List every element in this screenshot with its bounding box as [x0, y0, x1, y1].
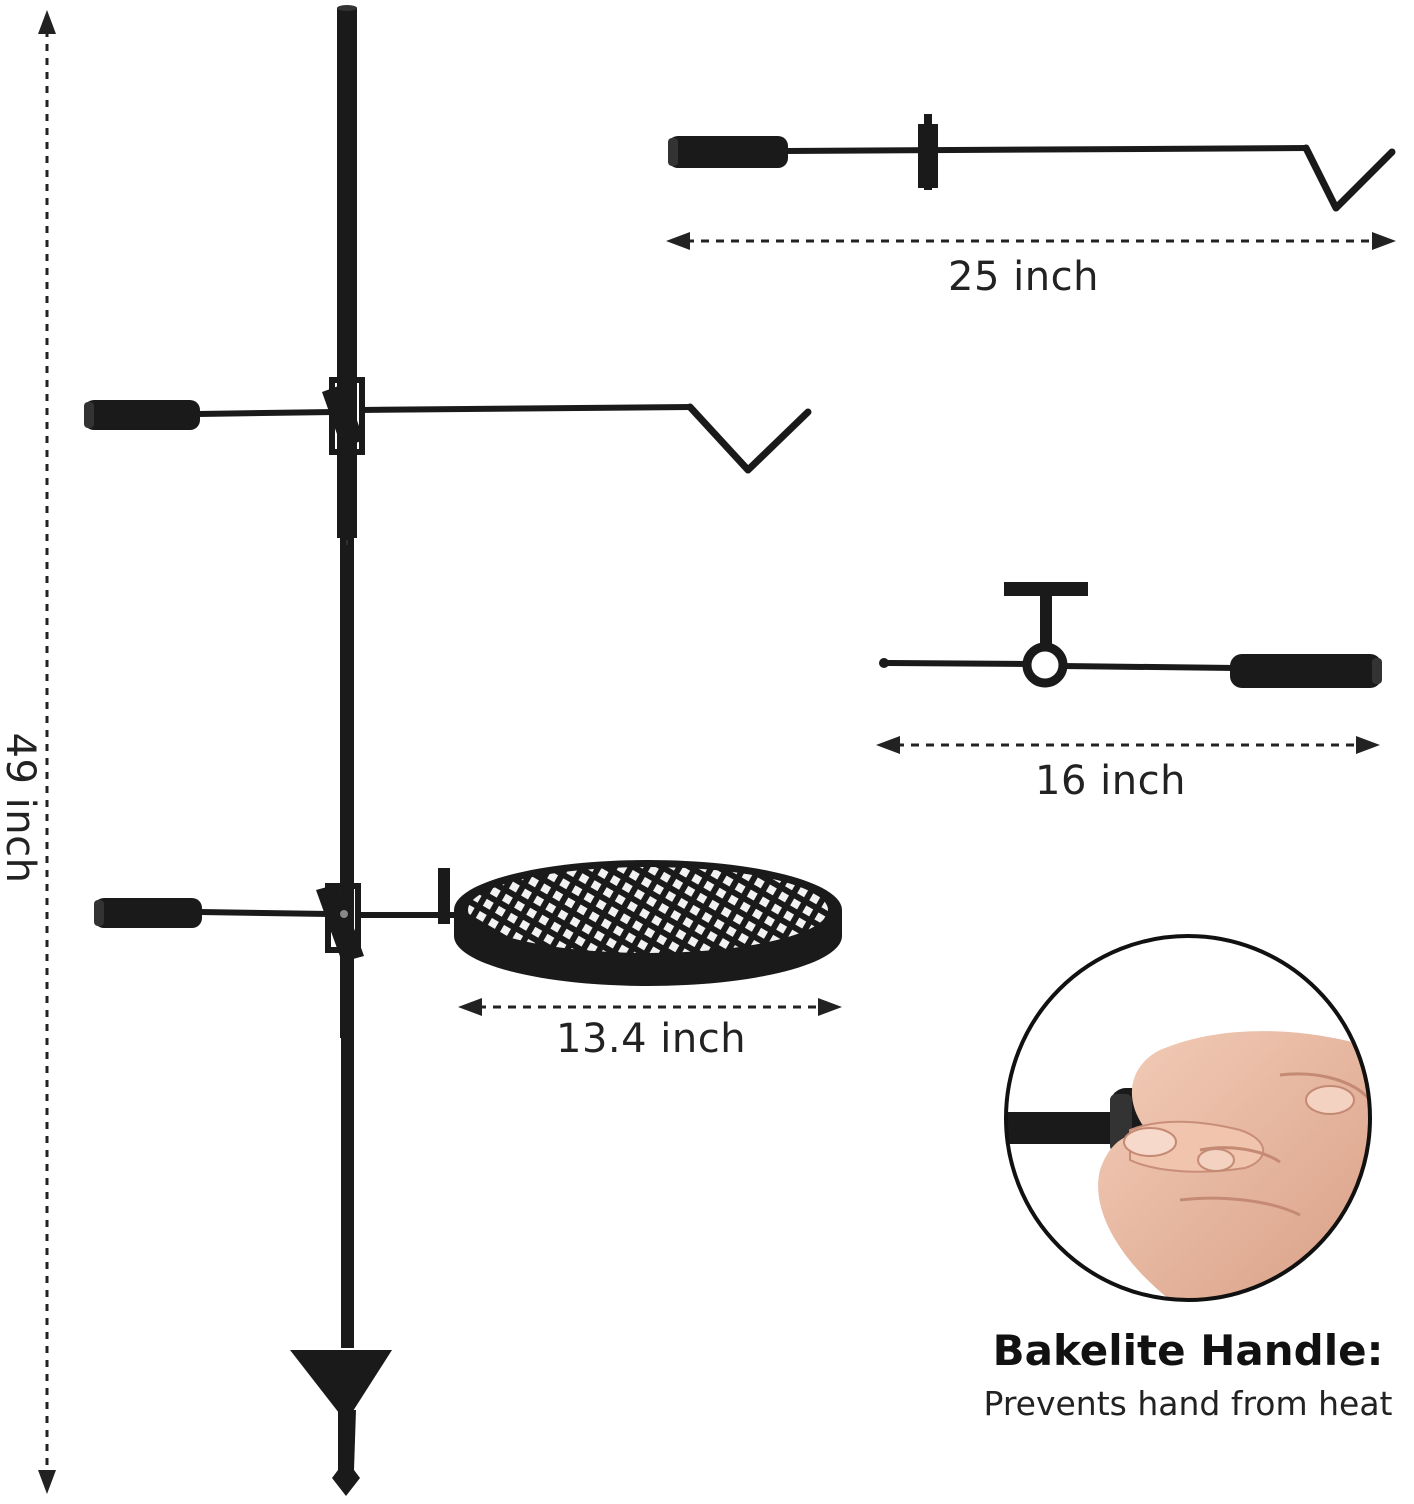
grate-diameter-label: 13.4 inch — [556, 1016, 747, 1062]
grate-dimension-line — [458, 998, 842, 1016]
hook-arm-dimension-line — [666, 232, 1396, 250]
separate-grill-arm — [879, 582, 1382, 688]
height-dimension-line — [38, 10, 56, 1494]
lower-grill-arm — [94, 860, 842, 986]
grill-arm-length-label: 16 inch — [1035, 758, 1186, 804]
height-label: 49 inch — [0, 732, 43, 884]
upper-hook-arm — [84, 377, 812, 474]
separate-hook-arm — [668, 114, 1396, 212]
caption-title: Bakelite Handle: — [992, 1326, 1384, 1375]
main-pole — [290, 5, 392, 1496]
grill-arm-dimension-line — [876, 736, 1380, 754]
handle-detail-callout — [1004, 934, 1372, 1302]
hook-arm-length-label: 25 inch — [948, 254, 1099, 300]
caption-subtitle: Prevents hand from heat — [983, 1384, 1393, 1423]
